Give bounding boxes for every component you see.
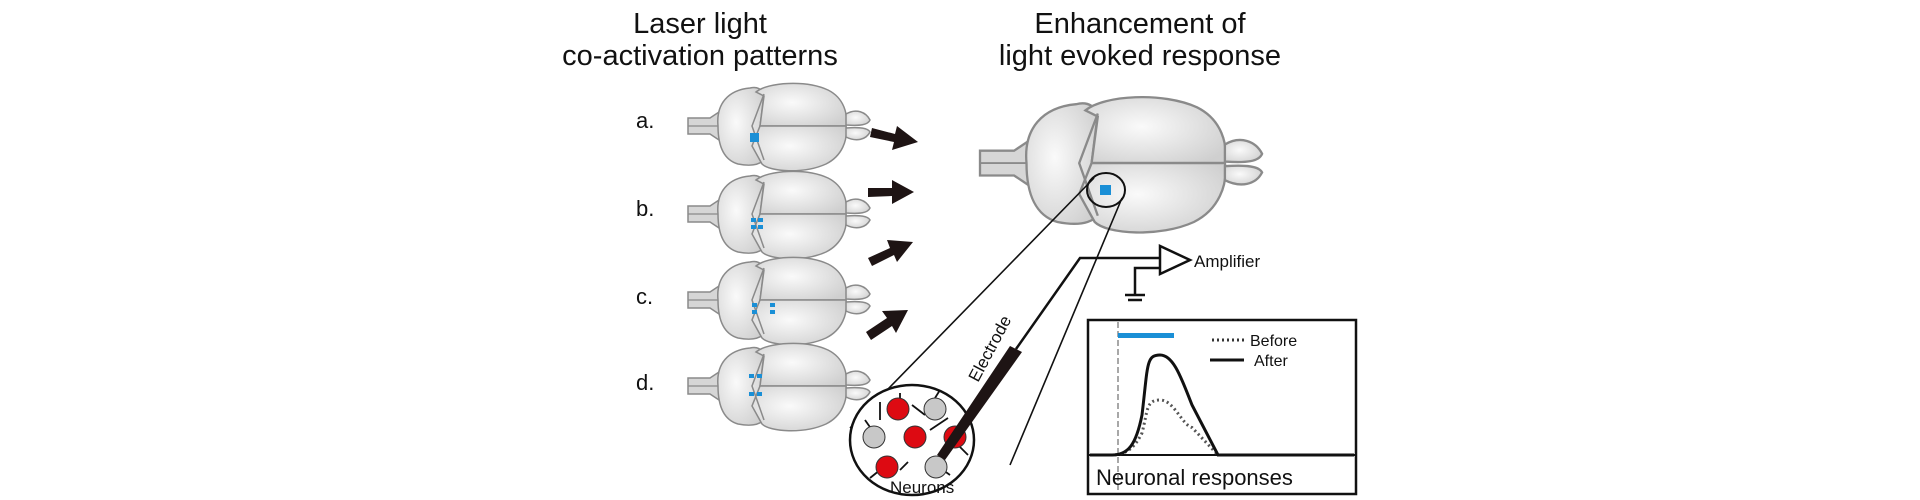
laser-spot bbox=[757, 392, 762, 396]
laser-spot bbox=[757, 374, 762, 378]
title-left-line2: co-activation patterns bbox=[562, 40, 838, 72]
pattern-label-b: b. bbox=[636, 196, 655, 221]
ground-wire bbox=[1133, 266, 1160, 295]
stimulus-bar bbox=[1118, 333, 1174, 338]
pattern-label-d: d. bbox=[636, 370, 655, 395]
response-chart: Before After Neuronal responses bbox=[1086, 318, 1358, 496]
arrows bbox=[866, 126, 918, 340]
laser-spot bbox=[749, 374, 754, 378]
brain-a bbox=[687, 82, 871, 172]
title-enhancement: Enhancement of light evoked response bbox=[940, 8, 1340, 72]
laser-spot bbox=[752, 303, 757, 307]
legend-after-label: After bbox=[1254, 353, 1288, 370]
arrow-icon bbox=[868, 180, 914, 204]
zoom-line bbox=[849, 177, 1095, 429]
electrode-shaft bbox=[937, 346, 1022, 460]
laser-spot bbox=[770, 303, 775, 307]
laser-spot bbox=[752, 310, 757, 314]
amplifier-icon bbox=[1158, 244, 1193, 276]
brain-large bbox=[978, 95, 1264, 234]
chart-frame bbox=[1086, 318, 1358, 496]
laser-spot bbox=[750, 133, 759, 142]
title-laser-patterns: Laser light co-activation patterns bbox=[500, 8, 900, 72]
brain-d bbox=[687, 342, 871, 432]
brain-c bbox=[687, 256, 871, 346]
recording-site-circle bbox=[1086, 172, 1126, 208]
pattern-label-c: c. bbox=[636, 284, 654, 309]
laser-spot bbox=[758, 218, 763, 222]
electrode-wire bbox=[1014, 256, 1160, 350]
brain-b bbox=[687, 170, 871, 260]
laser-spot bbox=[770, 310, 775, 314]
chart-title: Neuronal responses bbox=[1096, 465, 1293, 490]
legend-before-label: Before bbox=[1250, 333, 1297, 350]
title-right-line2: light evoked response bbox=[998, 40, 1282, 72]
pattern-label-a: a. bbox=[636, 108, 655, 133]
neurons-label: Neurons bbox=[890, 478, 954, 497]
laser-spot bbox=[758, 225, 763, 229]
laser-spot bbox=[751, 225, 756, 229]
arrow-icon bbox=[868, 240, 913, 266]
neuron-population bbox=[848, 383, 976, 497]
arrow-icon bbox=[870, 126, 918, 150]
laser-spot bbox=[749, 392, 754, 396]
laser-spot-large bbox=[1100, 185, 1111, 195]
series-after bbox=[1090, 353, 1354, 457]
title-left-line1: Laser light bbox=[633, 8, 767, 40]
arrow-icon bbox=[866, 310, 908, 340]
zoom-line bbox=[1009, 197, 1123, 466]
electrode-label: Electrode bbox=[965, 313, 1015, 385]
title-right-line1: Enhancement of bbox=[1034, 8, 1246, 40]
amplifier-label: Amplifier bbox=[1194, 252, 1260, 271]
laser-spot bbox=[751, 218, 756, 222]
